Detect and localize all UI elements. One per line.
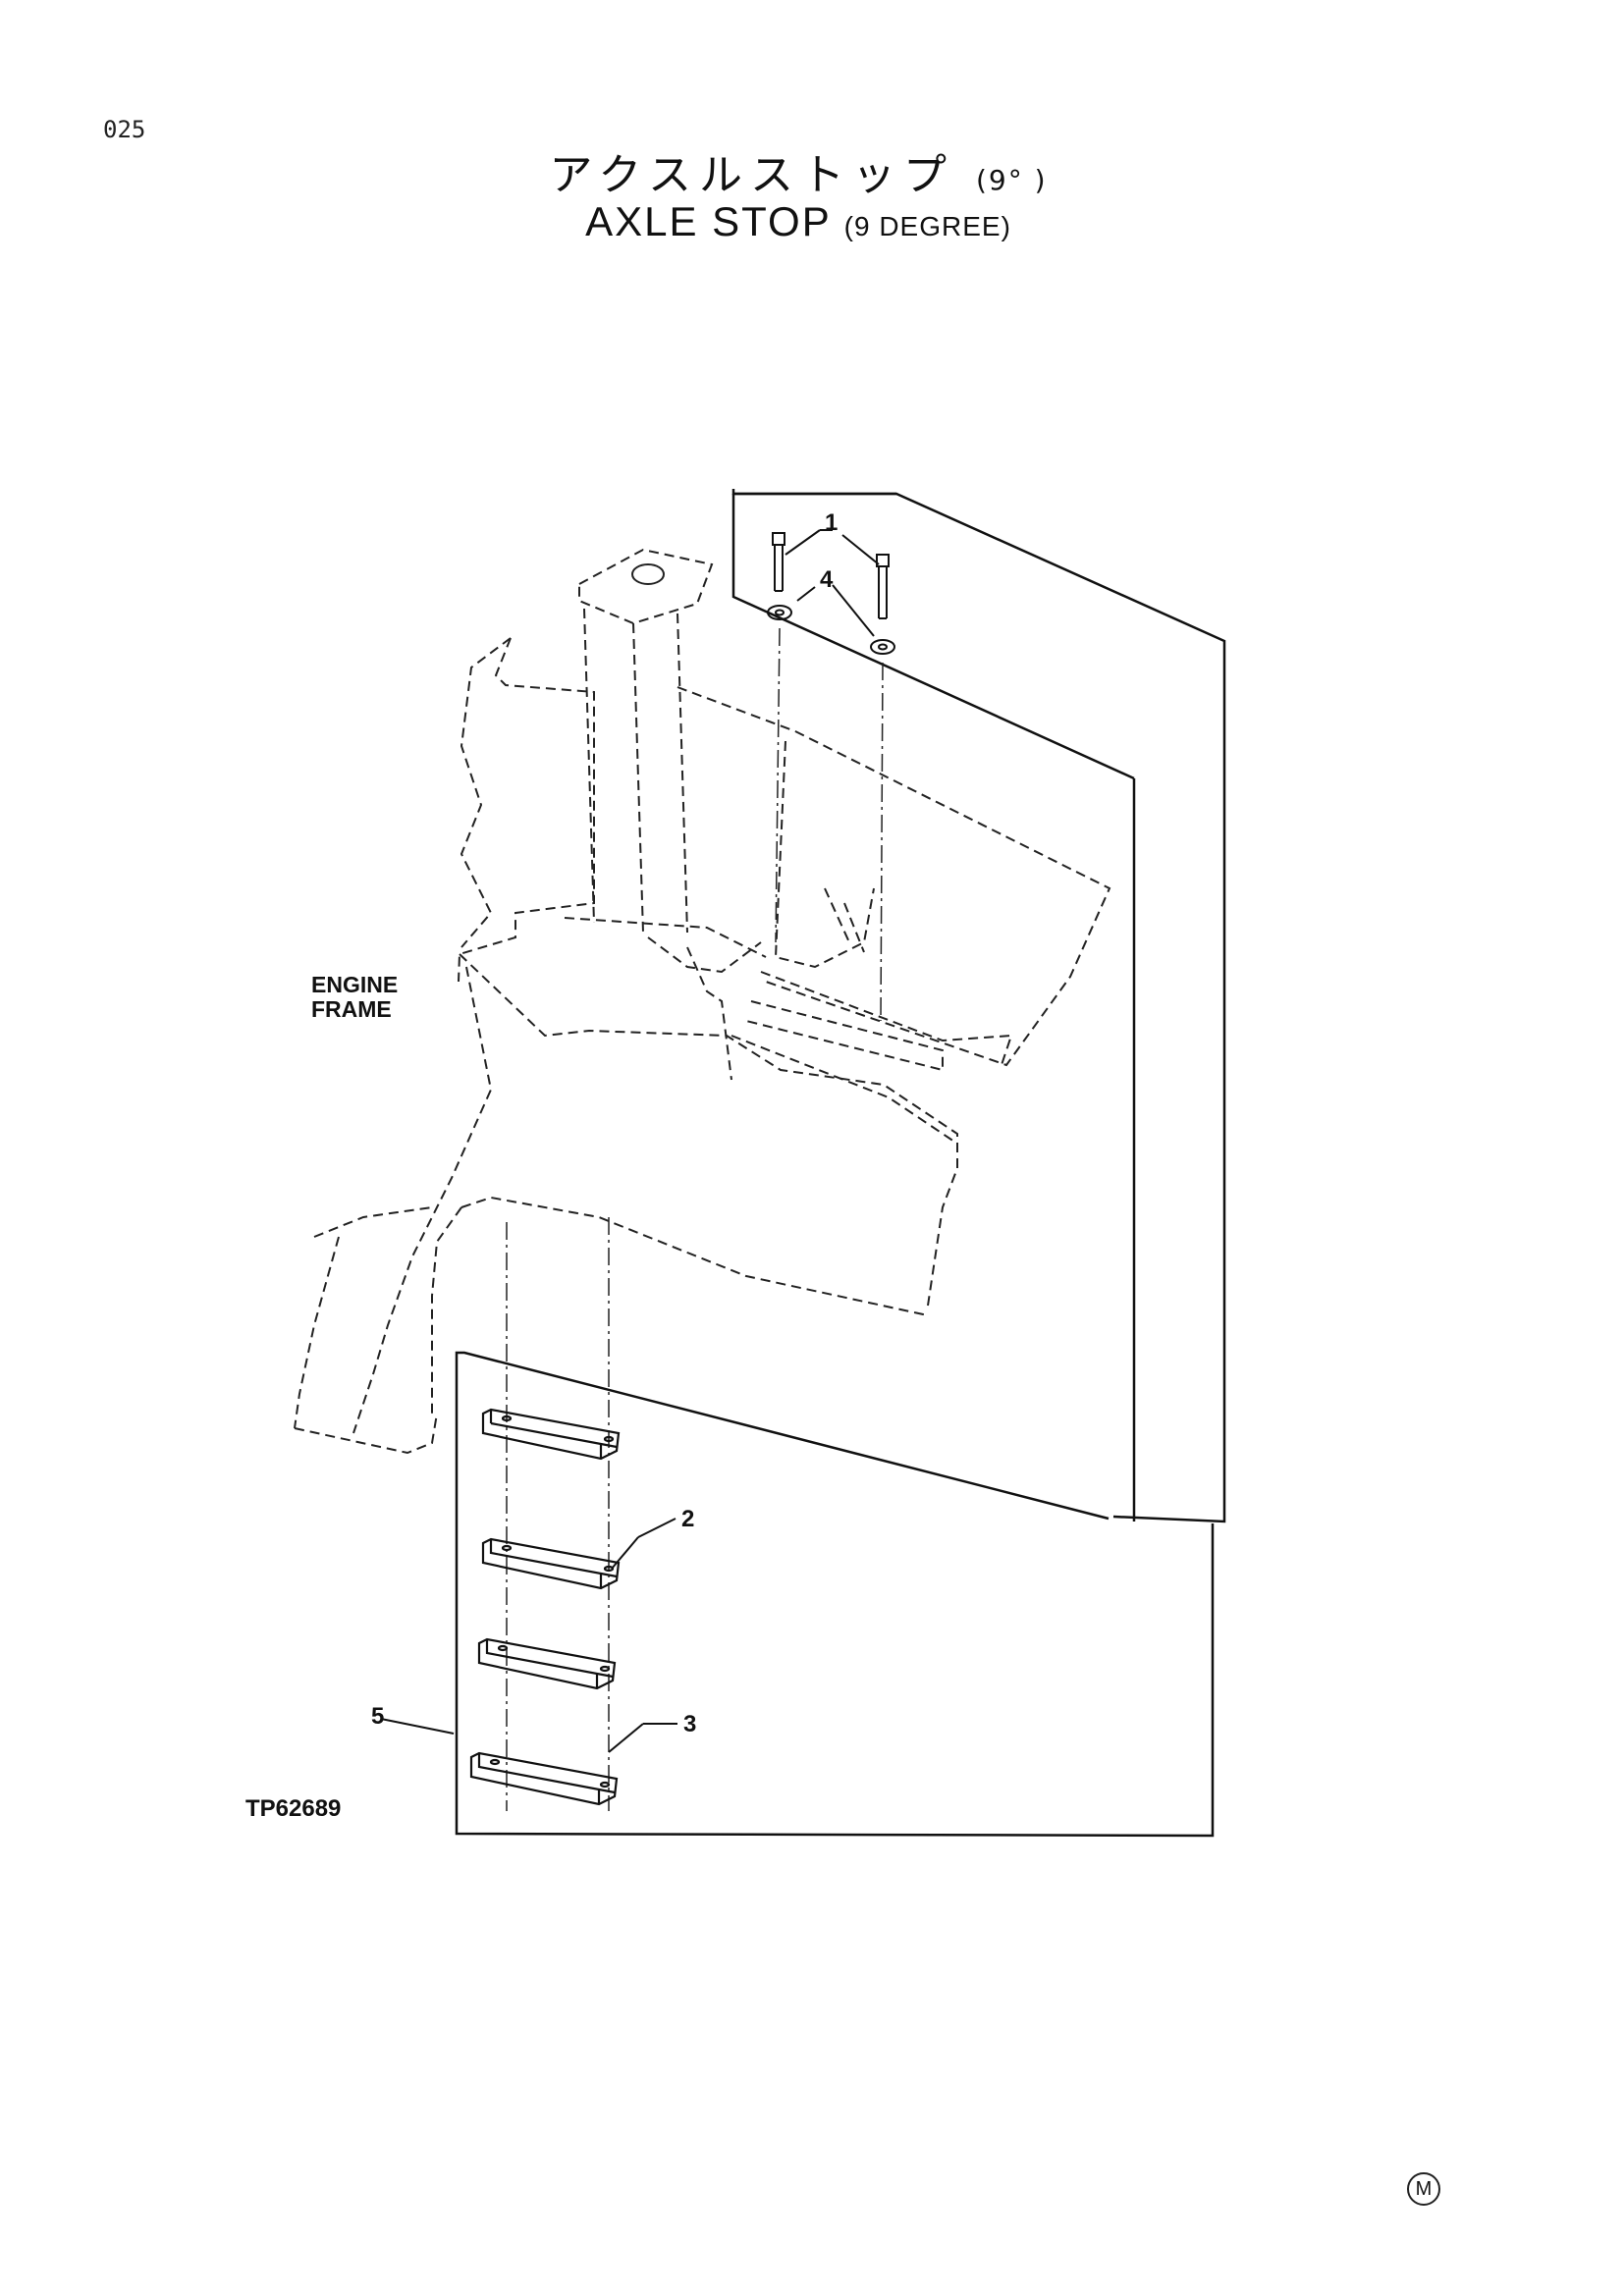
stop-plate-3 [477, 1637, 617, 1690]
stop-plates [469, 1408, 621, 1806]
callout-2: 2 [681, 1506, 694, 1532]
circled-m-mark: M [1407, 2172, 1440, 2206]
washer-right [870, 639, 895, 655]
top-plate-hole [631, 563, 665, 585]
stop-plate-1 [481, 1408, 621, 1461]
callout-4: 4 [820, 566, 834, 593]
title-japanese: アクスルストップ (9° ) [0, 139, 1610, 202]
washer-left [767, 605, 792, 620]
engine-frame-label-line2: FRAME [311, 996, 392, 1022]
callout-3: 3 [683, 1711, 696, 1737]
bolt-left [772, 532, 785, 592]
axle-stop-bracket [677, 686, 1111, 1072]
title-english: AXLE STOP (9 DEGREE) [0, 198, 1610, 245]
post-assembly [564, 548, 767, 1081]
callout-5: 5 [371, 1703, 384, 1730]
figure-code: TP62689 [245, 1795, 341, 1822]
upper-detail-frame [731, 489, 1226, 1523]
stop-plate-4 [469, 1751, 619, 1806]
title-japanese-main: アクスルストップ [549, 150, 954, 200]
title-english-sub: (9 DEGREE) [843, 211, 1011, 241]
stop-plate-2 [481, 1537, 621, 1590]
callout-1: 1 [825, 509, 838, 536]
alignment-lines [506, 627, 884, 1811]
page-number: 025 [103, 116, 146, 143]
engine-frame-outline [294, 637, 958, 1455]
title-english-main: AXLE STOP [585, 198, 831, 244]
bolt-right [876, 554, 890, 619]
lower-detail-frame [455, 1351, 1215, 1838]
callout-leaders [380, 529, 880, 1753]
title-japanese-sub: (9° ) [975, 164, 1048, 196]
engine-frame-label-line1: ENGINE [311, 972, 398, 997]
